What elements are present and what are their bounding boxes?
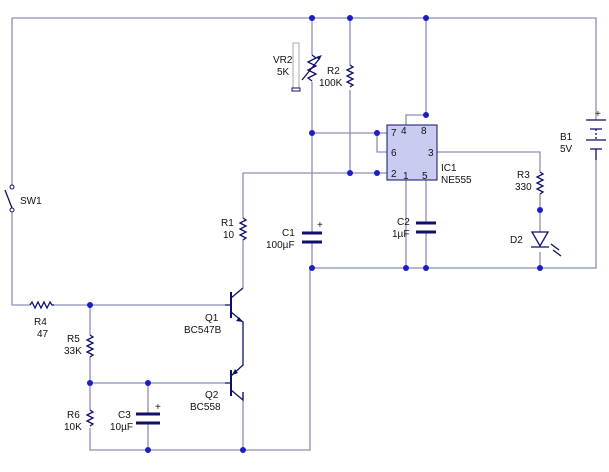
ic1-pin-1: 1 <box>403 171 409 182</box>
r3-value: 330 <box>515 182 532 193</box>
r3-label: R3 <box>517 170 530 181</box>
ic1-value: NE555 <box>441 175 472 186</box>
junction-nodes <box>87 15 543 453</box>
q2-value: BC558 <box>190 402 221 413</box>
c1-polarity: + <box>317 220 323 231</box>
d2-label: D2 <box>510 235 523 246</box>
b1-polarity: + <box>595 109 601 120</box>
r1-label: R1 <box>221 218 234 229</box>
resistor-r3 <box>535 171 545 195</box>
c3-polarity: + <box>155 402 161 413</box>
led-d2 <box>530 231 562 257</box>
r6-value: 10K <box>64 422 82 433</box>
c3-label: C3 <box>118 410 131 421</box>
r2-value: 100K <box>319 78 343 89</box>
ic1-pin-2: 2 <box>391 169 397 180</box>
capacitor-c2 <box>416 221 436 234</box>
resistor-r4 <box>29 300 54 310</box>
r4-label: R4 <box>34 317 47 328</box>
c1-value: 100µF <box>266 240 295 251</box>
c1-label: C1 <box>282 228 295 239</box>
vr2-value: 5K <box>277 67 290 78</box>
sw1-label: SW1 <box>20 196 42 207</box>
c2-value: 1µF <box>392 229 409 240</box>
ic1-pin-6: 6 <box>391 148 397 159</box>
c2-label: C2 <box>397 217 410 228</box>
r1-value: 10 <box>223 230 235 241</box>
r2-label: R2 <box>327 66 340 77</box>
q2-label: Q2 <box>205 390 219 401</box>
wires <box>11 17 597 451</box>
ic1-pin-8: 8 <box>421 126 427 137</box>
resistor-r2 <box>345 64 355 88</box>
r6-label: R6 <box>67 410 80 421</box>
q1-label: Q1 <box>205 313 219 324</box>
r5-label: R5 <box>67 334 80 345</box>
capacitor-c3 <box>136 412 160 425</box>
ic1-ne555-body <box>386 124 438 181</box>
capacitor-c1 <box>302 231 322 244</box>
battery-b1 <box>586 119 606 160</box>
transistor-q2 <box>225 330 244 402</box>
potentiometer-vr2 <box>291 42 322 92</box>
ic1-pin-4: 4 <box>401 126 407 137</box>
switch-sw1 <box>4 184 15 213</box>
resistor-r1 <box>238 217 248 241</box>
r4-value: 47 <box>37 329 49 340</box>
ic1-label: IC1 <box>441 163 457 174</box>
ic1-pin-3: 3 <box>428 148 434 159</box>
transistor-q1 <box>225 287 244 330</box>
r5-value: 33K <box>64 346 82 357</box>
q1-value: BC547B <box>184 325 222 336</box>
resistor-r6 <box>85 409 95 427</box>
b1-value: 5V <box>560 144 573 155</box>
ic1-pin-7: 7 <box>391 128 397 139</box>
ic1-pin-5: 5 <box>422 171 428 182</box>
vr2-label: VR2 <box>273 55 293 66</box>
resistor-r5 <box>85 334 95 358</box>
c3-value: 10µF <box>110 422 133 433</box>
b1-label: B1 <box>560 132 573 143</box>
